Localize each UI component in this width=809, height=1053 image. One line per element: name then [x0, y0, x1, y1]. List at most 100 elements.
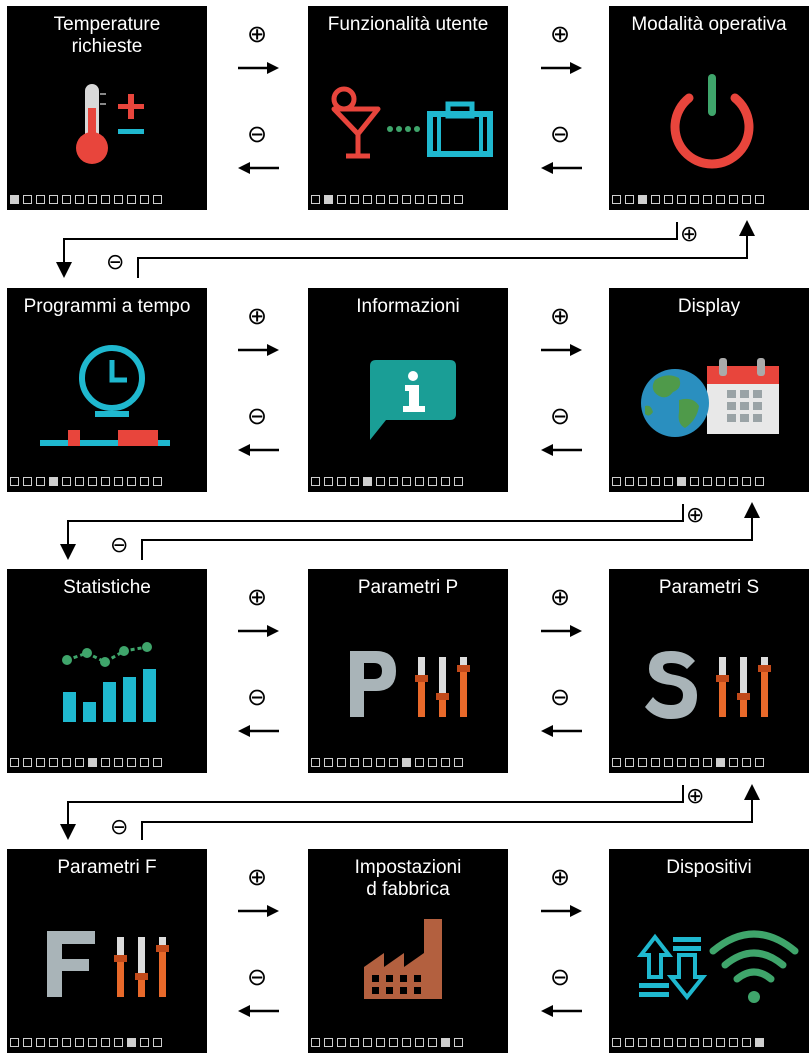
- plus-symbol: ⊕: [246, 863, 268, 891]
- page-dot: [625, 477, 634, 486]
- page-dot: [337, 758, 346, 767]
- page-dot-active: [10, 195, 19, 204]
- page-dot: [376, 1038, 385, 1047]
- nav-arrows: ⊕⊖: [538, 585, 588, 745]
- page-dot: [311, 758, 320, 767]
- page-dot: [441, 758, 450, 767]
- page-dot: [755, 195, 764, 204]
- page-dot: [127, 477, 136, 486]
- page-dot: [376, 758, 385, 767]
- page-dot: [441, 477, 450, 486]
- page-dot: [716, 477, 725, 486]
- connector-minus-line: [137, 220, 755, 278]
- screen-title: Programmi a tempo: [23, 296, 191, 317]
- page-indicator: [10, 1038, 162, 1047]
- globe-calendar-icon: [641, 358, 779, 437]
- forward-arrow-head: [267, 62, 279, 74]
- page-dot: [716, 195, 725, 204]
- page-dot: [638, 758, 647, 767]
- page-dot: [755, 477, 764, 486]
- nav-arrows: ⊕⊖: [538, 865, 588, 1025]
- page-dot-active: [324, 195, 333, 204]
- minus-symbol: ⊖: [549, 402, 571, 430]
- connector-minus-symbol: ⊖: [110, 815, 129, 840]
- page-dot: [10, 1038, 19, 1047]
- screen-parametri-s: Parametri S: [609, 569, 809, 773]
- page-indicator: [612, 195, 764, 204]
- screen-impostazioni-fabbrica: Impostazioni d fabbrica: [308, 849, 508, 1053]
- page-dot: [140, 1038, 149, 1047]
- minus-symbol: ⊖: [246, 120, 268, 148]
- page-dot: [690, 195, 699, 204]
- nav-arrows: ⊕⊖: [538, 22, 588, 182]
- s-sliders-icon: [645, 651, 771, 719]
- page-dot: [677, 195, 686, 204]
- clock-timeline-icon: [40, 345, 170, 446]
- info-bubble-icon: [370, 360, 456, 440]
- page-dot: [350, 1038, 359, 1047]
- page-dot: [389, 195, 398, 204]
- page-dot-active: [755, 1038, 764, 1047]
- page-dot: [428, 758, 437, 767]
- page-dot: [75, 195, 84, 204]
- page-dot: [311, 477, 320, 486]
- thermometer-plus-minus-icon: [76, 84, 144, 164]
- screen-title: Informazioni: [356, 296, 460, 317]
- page-dot: [729, 477, 738, 486]
- screen-temperature-richieste: Temperature richieste: [7, 6, 207, 210]
- page-dot: [454, 477, 463, 486]
- page-dot: [612, 477, 621, 486]
- page-dot-active: [402, 758, 411, 767]
- plus-symbol: ⊕: [549, 302, 571, 330]
- page-dot: [140, 758, 149, 767]
- page-dot: [350, 758, 359, 767]
- page-dot: [415, 1038, 424, 1047]
- page-dot: [638, 1038, 647, 1047]
- minus-symbol: ⊖: [549, 120, 571, 148]
- page-indicator: [10, 195, 162, 204]
- page-dot-active: [716, 758, 725, 767]
- connector-plus-symbol: ⊕: [686, 784, 705, 809]
- page-dot: [664, 195, 673, 204]
- page-dot: [62, 1038, 71, 1047]
- back-arrow-head: [238, 162, 250, 174]
- page-dot: [441, 195, 450, 204]
- page-dot: [428, 477, 437, 486]
- page-dot-active: [88, 758, 97, 767]
- back-arrow-head: [541, 444, 553, 456]
- screen-display: Display: [609, 288, 809, 492]
- page-dot: [363, 758, 372, 767]
- page-dot: [23, 758, 32, 767]
- page-dot: [101, 758, 110, 767]
- page-dot: [428, 195, 437, 204]
- screen-modalita-operativa: Modalità operativa: [609, 6, 809, 210]
- nav-arrows: ⊕⊖: [538, 304, 588, 464]
- page-dot: [664, 1038, 673, 1047]
- page-dot: [677, 758, 686, 767]
- screen-title: Statistiche: [63, 577, 151, 598]
- page-dot: [402, 477, 411, 486]
- page-dot: [36, 1038, 45, 1047]
- page-dot: [153, 195, 162, 204]
- page-dot: [729, 758, 738, 767]
- page-dot: [415, 195, 424, 204]
- page-dot: [363, 1038, 372, 1047]
- page-dot: [612, 1038, 621, 1047]
- plus-symbol: ⊕: [246, 583, 268, 611]
- page-dot: [454, 195, 463, 204]
- page-dot: [36, 195, 45, 204]
- arrow-pair: [238, 625, 279, 737]
- page-dot: [454, 758, 463, 767]
- page-dot: [23, 1038, 32, 1047]
- page-indicator: [311, 758, 463, 767]
- page-dot: [324, 1038, 333, 1047]
- page-dot: [153, 477, 162, 486]
- page-dot: [101, 1038, 110, 1047]
- screen-title: Modalità operativa: [631, 14, 787, 35]
- page-dot: [415, 477, 424, 486]
- connector-plus-line: [60, 504, 684, 560]
- page-dot: [389, 758, 398, 767]
- plus-symbol: ⊕: [549, 583, 571, 611]
- page-dot: [127, 195, 136, 204]
- page-dot: [337, 195, 346, 204]
